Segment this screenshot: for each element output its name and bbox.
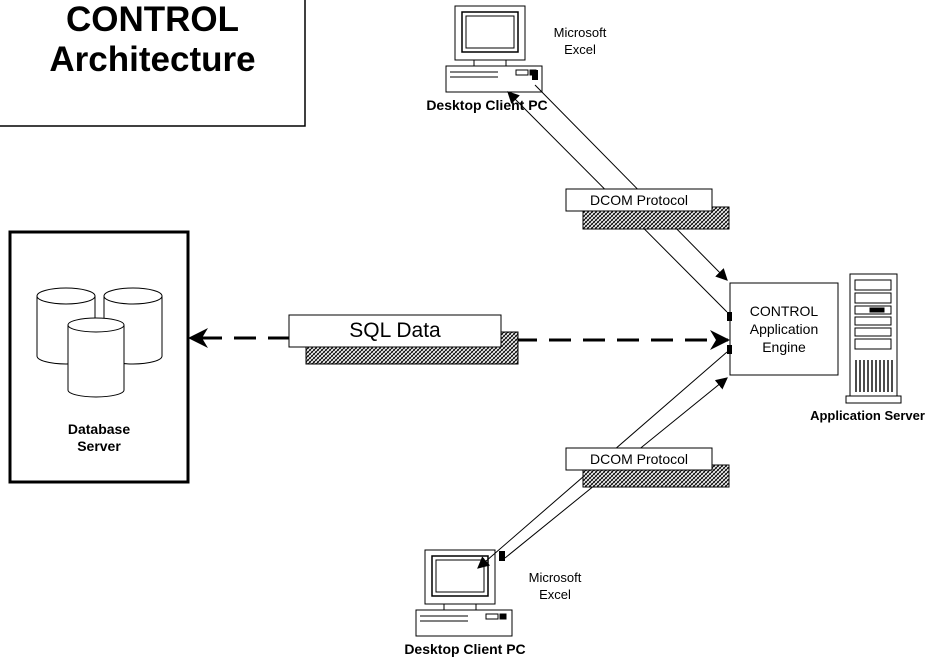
engine-label-line-3: Engine bbox=[762, 339, 806, 355]
title-line-1: CONTROL bbox=[65, 0, 240, 39]
client-top-app-line-2: Excel bbox=[564, 42, 596, 57]
sql-data-label: SQL Data bbox=[349, 319, 441, 342]
database-server-label-line-1: Database bbox=[67, 421, 131, 437]
dcom-top-label-box bbox=[565, 188, 713, 212]
dcom-top-arrow-to-engine bbox=[534, 84, 728, 281]
dcom-top-label: DCOM Protocol bbox=[589, 192, 689, 208]
engine-port-bottom bbox=[727, 345, 732, 354]
client-top-port bbox=[532, 70, 538, 80]
client-bottom-app-label: Microsoft Excel bbox=[515, 569, 595, 603]
dcom-bottom-label: DCOM Protocol bbox=[589, 451, 689, 467]
client-top-app-line-1: Microsoft bbox=[553, 25, 607, 40]
title-box bbox=[0, 0, 306, 127]
desktop-pc-icon-bottom bbox=[415, 549, 513, 637]
engine-port-top bbox=[727, 312, 732, 321]
client-bottom-label: Desktop Client PC bbox=[404, 641, 526, 657]
engine-label-line-2: Application bbox=[749, 321, 819, 337]
client-bottom-app-line-2: Excel bbox=[539, 587, 571, 602]
client-top-label: Desktop Client PC bbox=[426, 97, 548, 113]
engine-label-line-1: CONTROL bbox=[749, 303, 819, 319]
dcom-bottom-label-box bbox=[565, 447, 713, 471]
client-bottom-port bbox=[499, 551, 505, 561]
database-cylinders-icon bbox=[36, 287, 163, 398]
application-engine-label: CONTROL Application Engine bbox=[730, 302, 838, 356]
title-line-2: Architecture bbox=[49, 40, 256, 79]
database-server-label: Database Server bbox=[10, 421, 188, 455]
desktop-pc-icon-top bbox=[445, 5, 543, 93]
sql-label-box bbox=[288, 314, 502, 348]
server-tower-icon bbox=[845, 273, 902, 404]
application-engine-box bbox=[729, 282, 839, 376]
database-server-label-line-2: Server bbox=[77, 438, 121, 454]
diagram-title: CONTROL Architecture bbox=[0, 0, 305, 80]
application-server-label: Application Server bbox=[810, 408, 925, 423]
client-bottom-app-line-1: Microsoft bbox=[528, 570, 582, 585]
client-top-app-label: Microsoft Excel bbox=[540, 24, 620, 58]
